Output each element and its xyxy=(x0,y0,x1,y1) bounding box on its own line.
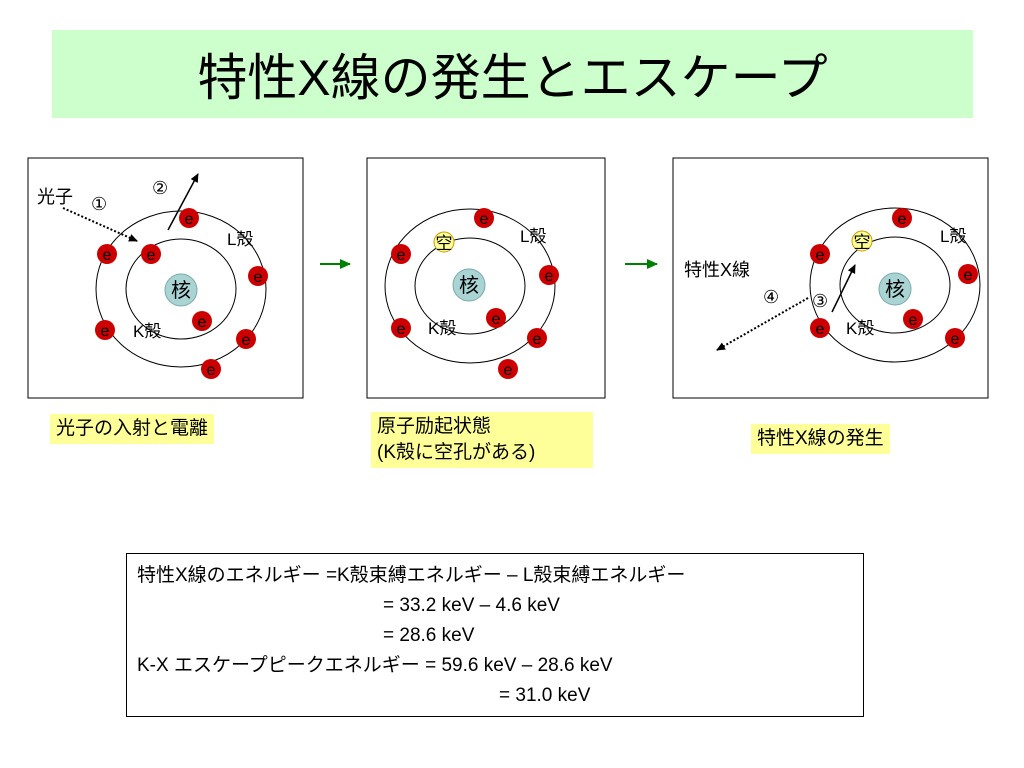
energy-formula-box: 特性X線のエネルギー =K殻束縛エネルギー – L殻束縛エネルギー = 33.2… xyxy=(126,553,864,717)
vacancy-label: 空 xyxy=(436,234,453,253)
panel-excited-state: 核 空 e e e e e e e L殻 K殻 xyxy=(366,157,606,399)
xray-escape-arrow xyxy=(716,297,809,351)
k-shell-label: K殻 xyxy=(428,319,456,338)
caption-ionization: 光子の入射と電離 xyxy=(50,414,215,444)
formula-line-3: = 28.6 keV xyxy=(383,625,475,646)
l-shell-label: L殻 xyxy=(940,227,966,246)
electron: e xyxy=(201,359,221,379)
formula-line-4: K-X エスケープピークエネルギー = 59.6 keV – 28.6 keV xyxy=(137,655,613,676)
electron: e xyxy=(892,208,912,228)
k-shell-label: K殻 xyxy=(846,319,874,338)
formula-line-1: 特性X線のエネルギー =K殻束縛エネルギー – L殻束縛エネルギー xyxy=(137,565,686,586)
l-shell-label: L殻 xyxy=(227,230,253,249)
svg-text:e: e xyxy=(185,211,194,228)
svg-text:e: e xyxy=(816,321,825,338)
k-shell-orbit xyxy=(839,236,951,334)
svg-text:e: e xyxy=(533,331,542,348)
svg-text:e: e xyxy=(198,314,207,331)
nucleus: 核 xyxy=(878,272,912,306)
panel-ionization: 核 e e e e e e e e L殻 K殻 光子 ① ② xyxy=(27,157,304,399)
panel-frame xyxy=(366,157,606,399)
svg-text:e: e xyxy=(480,211,489,228)
k-shell-orbit xyxy=(125,238,237,340)
svg-text:e: e xyxy=(951,331,960,348)
electron: e xyxy=(179,208,199,228)
svg-text:e: e xyxy=(397,321,406,338)
svg-text:e: e xyxy=(101,323,110,340)
photon-arrow xyxy=(62,207,138,242)
nucleus-label: 核 xyxy=(171,279,191,302)
nucleus: 核 xyxy=(452,268,486,302)
panel-frame xyxy=(672,157,989,399)
electron: e xyxy=(498,359,518,379)
svg-text:e: e xyxy=(816,247,825,264)
electron: e xyxy=(97,244,117,264)
l-shell-label: L殻 xyxy=(520,227,546,246)
vacancy: 空 xyxy=(433,231,455,253)
xray-label: 特性X線 xyxy=(684,260,750,280)
electron: e xyxy=(474,208,494,228)
electron: e xyxy=(141,244,161,264)
electron: e xyxy=(192,311,212,331)
caption-xray: 特性X線の発生 xyxy=(751,424,890,454)
svg-text:e: e xyxy=(909,312,918,329)
electron: e xyxy=(95,320,115,340)
caption-excited-line1: 原子励起状態 xyxy=(377,416,492,437)
step-2-label: ② xyxy=(152,178,168,198)
k-shell-label: K殻 xyxy=(133,322,161,341)
svg-text:e: e xyxy=(147,247,156,264)
panel-xray-emission: 核 空 e e e e e e L殻 K殻 特性X線 ④ ③ xyxy=(672,157,989,399)
step-3-label: ③ xyxy=(812,291,828,311)
svg-text:e: e xyxy=(207,362,216,379)
svg-text:e: e xyxy=(964,267,973,284)
svg-text:e: e xyxy=(545,268,554,285)
title-banner: 特性X線の発生とエスケープ xyxy=(52,30,973,118)
nucleus-label: 核 xyxy=(459,274,479,297)
caption-excited-state: 原子励起状態 (K殻に空孔がある) xyxy=(371,412,593,468)
svg-text:e: e xyxy=(254,269,263,286)
svg-text:e: e xyxy=(103,247,112,264)
electron: e xyxy=(958,264,978,284)
electron: e xyxy=(539,265,559,285)
electron: e xyxy=(248,266,268,286)
electron: e xyxy=(810,318,830,338)
svg-text:e: e xyxy=(397,247,406,264)
step-1-label: ① xyxy=(91,194,107,214)
electron: e xyxy=(236,329,256,349)
electron: e xyxy=(945,328,965,348)
electron: e xyxy=(391,244,411,264)
k-shell-orbit xyxy=(414,237,526,335)
svg-text:e: e xyxy=(504,362,513,379)
svg-text:e: e xyxy=(898,211,907,228)
caption-excited-line2: (K殻に空孔がある) xyxy=(377,442,536,463)
ejected-electron-arrow xyxy=(167,173,199,231)
formula-line-2: = 33.2 keV – 4.6 keV xyxy=(383,595,560,616)
l-shell-orbit xyxy=(384,208,556,364)
electron: e xyxy=(810,244,830,264)
step-4-label: ④ xyxy=(763,287,779,307)
svg-text:e: e xyxy=(242,332,251,349)
page-title: 特性X線の発生とエスケープ xyxy=(197,50,828,106)
l-shell-orbit xyxy=(95,210,267,368)
photon-label: 光子 xyxy=(37,187,73,207)
svg-text:e: e xyxy=(492,311,501,328)
electron: e xyxy=(391,318,411,338)
electron: e xyxy=(527,328,547,348)
vacancy-label: 空 xyxy=(854,233,871,252)
electron-transition-arrow xyxy=(831,264,856,313)
nucleus: 核 xyxy=(164,273,198,307)
vacancy: 空 xyxy=(851,230,873,252)
electron: e xyxy=(486,308,506,328)
l-shell-orbit xyxy=(809,207,981,363)
formula-line-5: = 31.0 keV xyxy=(499,685,591,706)
nucleus-label: 核 xyxy=(885,278,905,301)
electron: e xyxy=(903,309,923,329)
